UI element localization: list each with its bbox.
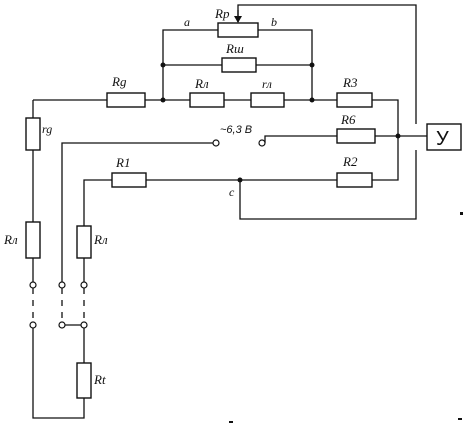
resistor-rl-top [189, 92, 225, 108]
label-rl-left: Rл [3, 232, 18, 247]
junction-dot [160, 62, 166, 68]
resistor-rl-small [250, 92, 285, 108]
scan-mark [460, 212, 463, 215]
node-label-a: a [184, 15, 190, 29]
resistor-rsh [221, 57, 257, 73]
junction-dot [395, 133, 401, 139]
label-r3: R3 [342, 75, 358, 90]
supply-terminal-right [258, 139, 266, 147]
wiper-arrow-icon [234, 16, 242, 23]
label-rp: Rр [214, 6, 230, 21]
label-rsh: Rш [225, 41, 244, 56]
cable-terminal [29, 281, 37, 289]
cable-terminal [58, 321, 66, 329]
cable-terminal [80, 321, 88, 329]
scan-mark [458, 418, 462, 420]
resistor-rg-vertical [25, 117, 41, 151]
label-rt: Rt [93, 372, 106, 387]
cable-terminal [29, 321, 37, 329]
resistor-rg [106, 92, 146, 108]
junction-dot-b [309, 97, 315, 103]
junction-dot-c [237, 177, 243, 183]
label-rl-small: rл [262, 77, 272, 91]
resistor-r6 [336, 128, 376, 144]
resistor-r2 [336, 172, 373, 188]
cable-terminal [80, 281, 88, 289]
junction-dot [309, 62, 315, 68]
label-r2: R2 [342, 154, 358, 169]
label-rl-mid: Rл [93, 232, 108, 247]
resistor-r3 [336, 92, 373, 108]
resistor-rp [217, 22, 259, 38]
label-rg: Rg [111, 74, 127, 89]
node-label-c: c [229, 185, 235, 199]
amplifier-label: У [436, 128, 449, 150]
resistor-rt [76, 362, 92, 399]
resistor-rl-mid [76, 225, 92, 259]
wires [32, 4, 427, 419]
label-rl-top: Rл [194, 76, 209, 91]
node-label-b: b [271, 15, 277, 29]
resistor-r1 [111, 172, 147, 188]
supply-voltage-label: ~6,3 В [220, 124, 252, 136]
label-r6: R6 [340, 112, 356, 127]
supply-terminal-left [212, 139, 220, 147]
label-rg-small: rg [42, 122, 52, 136]
amplifier-block [426, 123, 462, 151]
junction-dot-a [160, 97, 166, 103]
resistor-rl-left [25, 221, 41, 259]
scan-mark [229, 421, 233, 423]
cable-terminal [58, 281, 66, 289]
label-r1: R1 [115, 155, 130, 170]
cable-break-lines [32, 288, 85, 320]
